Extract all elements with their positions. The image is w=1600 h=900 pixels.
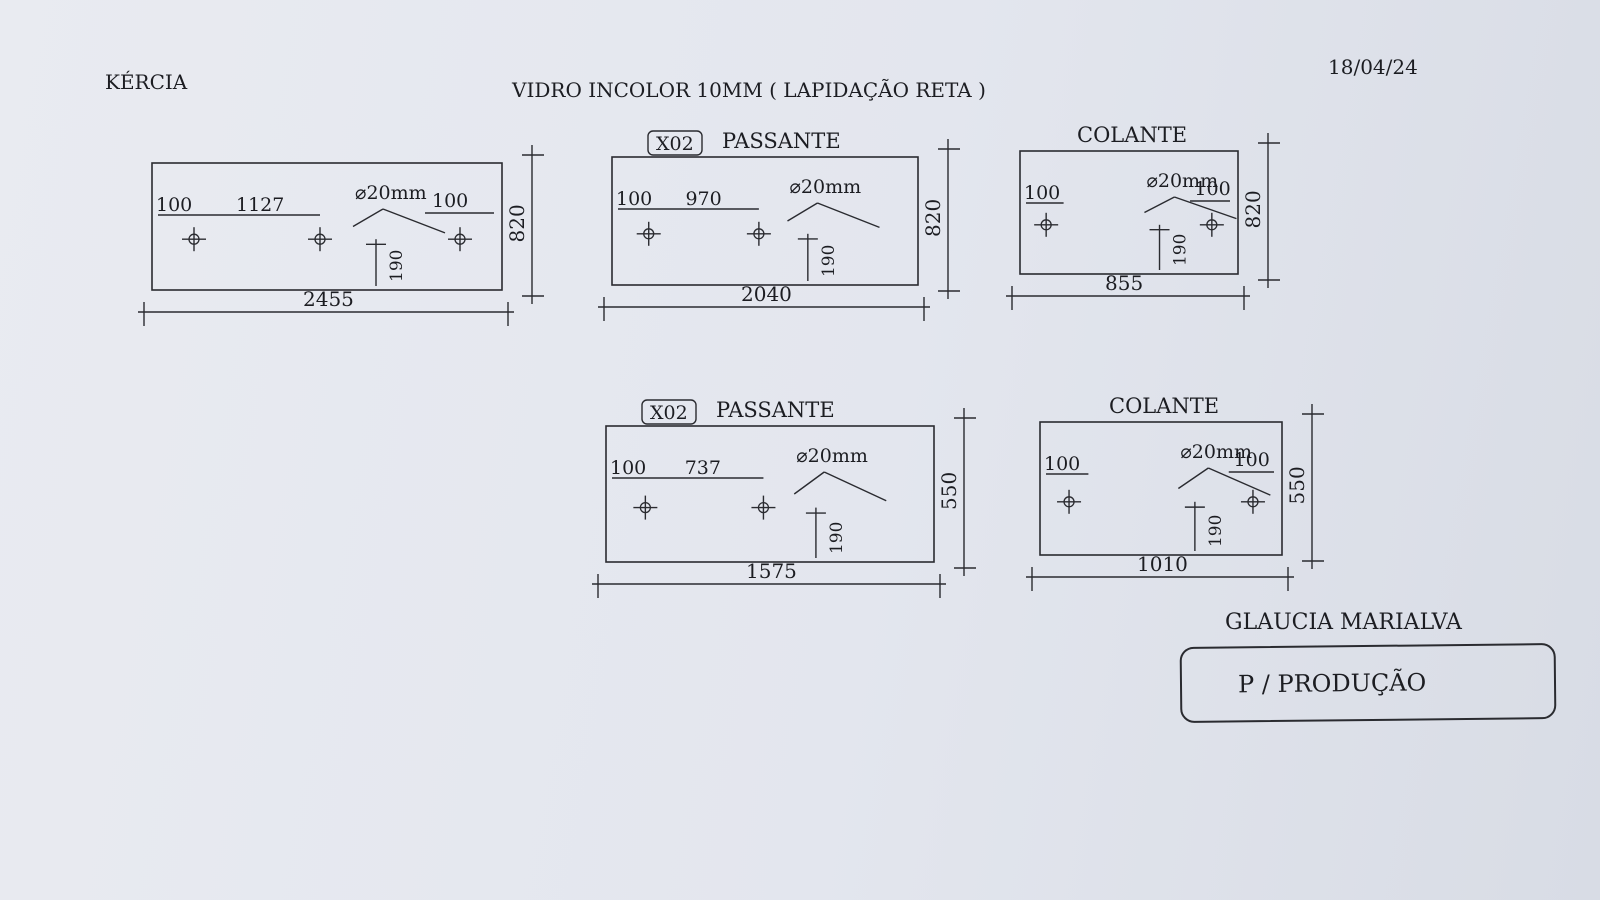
width-label: 2455 xyxy=(303,287,354,311)
height-label: 820 xyxy=(921,199,945,237)
order-date: 18/04/24 xyxy=(1328,55,1418,79)
hole-crosshair xyxy=(751,495,776,520)
piece-outline xyxy=(1019,150,1239,275)
left-offset-label: 100 xyxy=(1024,182,1060,204)
crosshair-circle xyxy=(757,501,770,514)
leader-line xyxy=(823,471,887,502)
qty-box xyxy=(641,399,697,425)
crosshair-circle xyxy=(1206,219,1218,231)
height-label: 550 xyxy=(937,472,961,510)
qty-label: X02 xyxy=(650,402,688,424)
leader-line xyxy=(817,202,880,229)
crosshair-circle xyxy=(314,233,326,245)
piece-outline xyxy=(151,162,503,291)
leader-line xyxy=(1144,196,1175,214)
leader-line xyxy=(352,208,384,228)
leader-line xyxy=(1174,196,1237,220)
width-label: 1575 xyxy=(746,559,797,583)
left-offset-label: 100 xyxy=(156,194,192,216)
hole-crosshair xyxy=(746,221,771,246)
hole-depth-label: 190 xyxy=(827,522,847,554)
production-stamp: P / PRODUÇÃO xyxy=(1179,643,1557,723)
hole-diameter-label: ⌀20mm xyxy=(1180,441,1252,463)
left-offset-label: 100 xyxy=(616,188,652,210)
width-label: 1010 xyxy=(1137,552,1188,576)
width-label: 855 xyxy=(1105,271,1143,295)
hole-diameter-label: ⌀20mm xyxy=(1146,170,1218,192)
glass-piece: X02 PASSANTE 1575 550 100 737 ⌀20mm 190 xyxy=(592,398,976,598)
hole-crosshair xyxy=(448,227,472,252)
crosshair-circle xyxy=(643,228,655,240)
height-label: 820 xyxy=(505,204,529,242)
hole-crosshair xyxy=(1034,212,1059,237)
qty-box xyxy=(647,130,703,156)
crosshair-circle xyxy=(454,233,466,245)
hole-diameter-label: ⌀20mm xyxy=(789,176,861,198)
leader-line xyxy=(793,471,825,495)
piece-type-label: PASSANTE xyxy=(722,129,841,153)
leader-line xyxy=(1208,467,1271,496)
piece-outline xyxy=(611,156,919,286)
piece-type-label: PASSANTE xyxy=(716,398,835,422)
hole-crosshair xyxy=(308,227,332,252)
piece-outline xyxy=(1039,421,1283,556)
crosshair-circle xyxy=(753,228,765,240)
left-offset-label: 100 xyxy=(610,457,646,479)
hole-crosshair xyxy=(633,495,658,520)
leader-line xyxy=(1177,467,1209,490)
right-offset-label: 100 xyxy=(1194,178,1230,200)
left-offset-label: 100 xyxy=(1044,453,1080,475)
glass-piece: X02 PASSANTE 2040 820 100 970 ⌀20mm 190 xyxy=(598,129,960,321)
right-offset-label: 100 xyxy=(1234,449,1270,471)
qty-label: X02 xyxy=(656,133,694,155)
piece-type-label: COLANTE xyxy=(1077,123,1187,147)
crosshair-circle xyxy=(1063,496,1075,508)
hole-depth-label: 190 xyxy=(1171,234,1191,266)
crosshair-circle xyxy=(1040,219,1052,231)
width-label: 2040 xyxy=(741,282,792,306)
hole-depth-label: 190 xyxy=(819,245,839,277)
crosshair-circle xyxy=(639,501,652,514)
spacing-label: 970 xyxy=(685,188,721,210)
hole-crosshair xyxy=(1199,212,1224,237)
piece-type-label: COLANTE xyxy=(1109,394,1219,418)
hole-depth-label: 190 xyxy=(1206,515,1226,547)
client-name: KÉRCIA xyxy=(105,70,188,94)
leader-line xyxy=(382,208,446,234)
signer-name: GLAUCIA MARIALVA xyxy=(1225,610,1462,635)
piece-outline xyxy=(605,425,935,563)
hole-diameter-label: ⌀20mm xyxy=(355,182,427,204)
production-stamp-text: P / PRODUÇÃO xyxy=(1237,668,1427,699)
spacing-label: 737 xyxy=(685,457,721,479)
spacing-label: 1127 xyxy=(236,194,284,216)
height-label: 550 xyxy=(1285,466,1309,504)
crosshair-circle xyxy=(188,233,200,245)
hole-crosshair xyxy=(182,227,206,252)
crosshair-circle xyxy=(1247,496,1259,508)
right-offset-label: 100 xyxy=(432,190,468,212)
leader-line xyxy=(787,202,818,222)
hole-crosshair xyxy=(1240,489,1265,514)
hole-crosshair xyxy=(636,221,661,246)
hole-diameter-label: ⌀20mm xyxy=(796,445,868,467)
order-title: VIDRO INCOLOR 10MM ( LAPIDAÇÃO RETA ) xyxy=(512,78,986,102)
hole-depth-label: 190 xyxy=(387,250,407,282)
hole-crosshair xyxy=(1057,489,1082,514)
height-label: 820 xyxy=(1241,190,1265,228)
